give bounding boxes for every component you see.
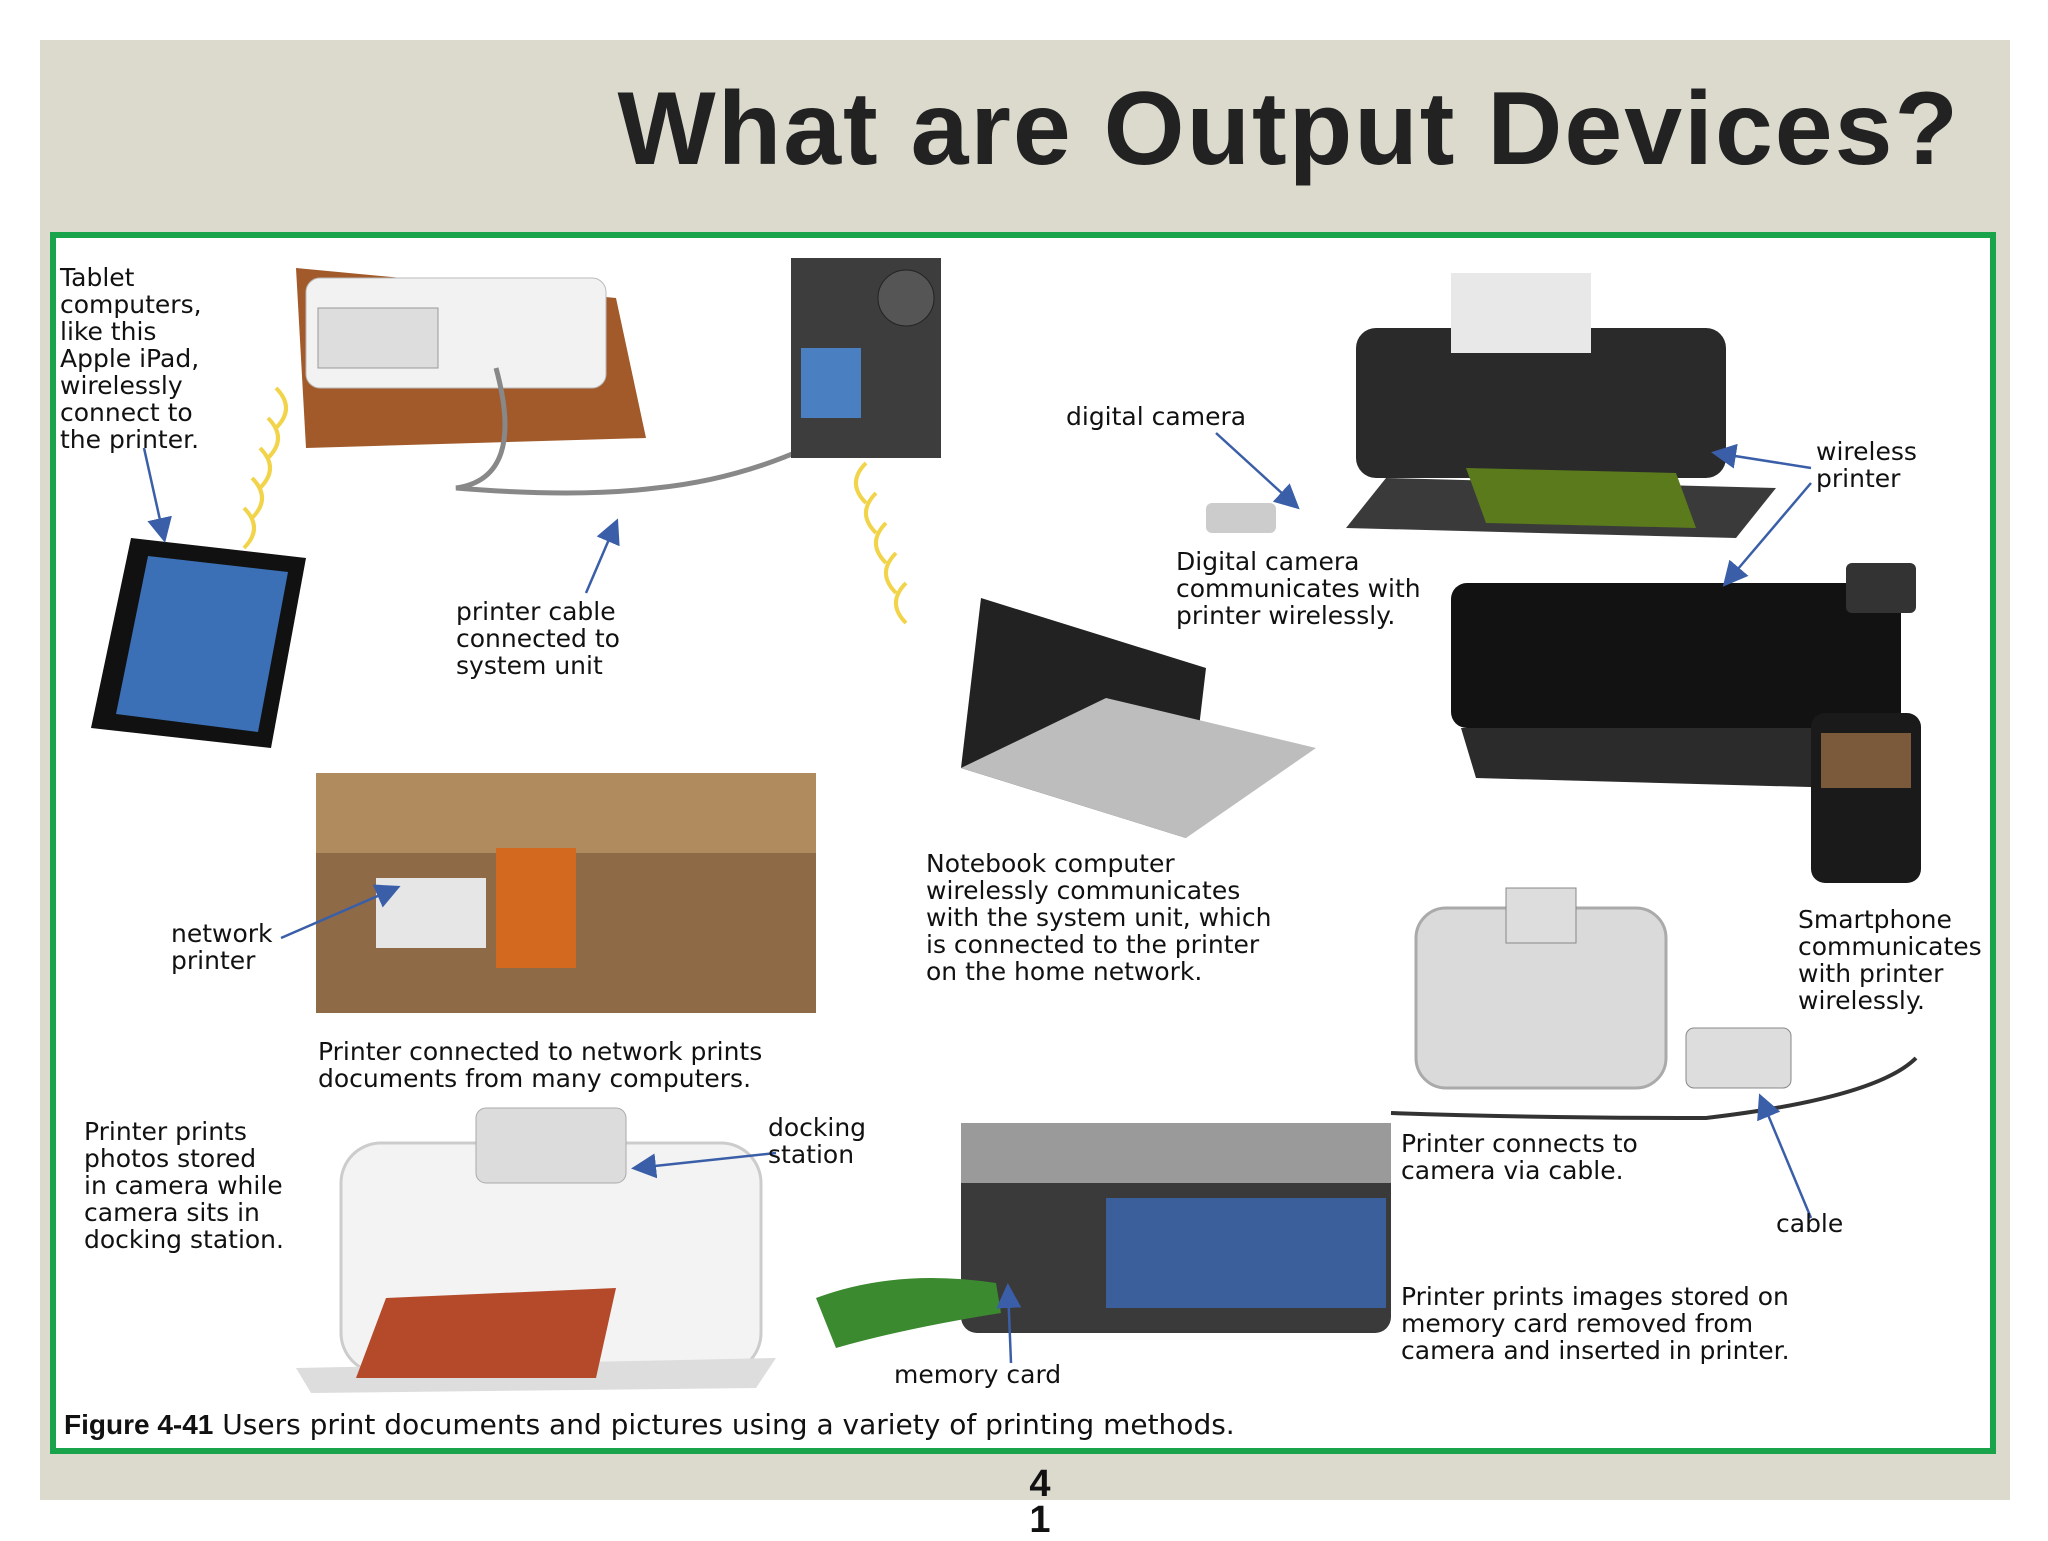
slide-title: What are Output Devices? xyxy=(617,71,1960,187)
figure-caption: Figure 4-41 Users print documents and pi… xyxy=(64,1408,1235,1441)
wireless-signal-tablet xyxy=(242,386,288,550)
label-arrows xyxy=(142,432,1813,1364)
notebook-illustration xyxy=(961,598,1316,838)
classroom-photo xyxy=(316,773,816,1013)
smartphone-illustration xyxy=(1811,713,1921,883)
wireless-printer-illustration xyxy=(1451,563,1916,788)
label-memory-card-prints: Printer prints images stored on memory c… xyxy=(1401,1282,1790,1365)
label-network-prints: Printer connected to network prints docu… xyxy=(318,1037,763,1093)
tablet-illustration xyxy=(91,538,306,748)
desk-printer-illustration xyxy=(296,268,848,496)
label-memory-card: memory card xyxy=(894,1360,1062,1389)
photo-printer-illustration xyxy=(1206,273,1776,538)
label-printer-cable: printer cable connected to system unit xyxy=(456,597,620,680)
page-number: 4 1 xyxy=(1029,1463,1051,1541)
docking-printer-illustration xyxy=(296,1107,776,1393)
figure-caption-text: Users print documents and pictures using… xyxy=(222,1408,1235,1441)
label-docking-station: docking station xyxy=(768,1113,867,1169)
label-smartphone: Smartphone communicates with printer wir… xyxy=(1798,905,1982,1015)
figure-illustration xyxy=(91,258,1921,1393)
system-unit-illustration xyxy=(791,258,941,458)
label-notebook: Notebook computer wirelessly communicate… xyxy=(926,849,1272,986)
label-digital-camera: digital camera xyxy=(1066,402,1247,431)
memory-card-printer-illustration xyxy=(816,1123,1391,1348)
wireless-signal-notebook xyxy=(854,461,908,625)
cable-printer-illustration xyxy=(1390,887,1918,1121)
figure-frame: Tablet computers, like this Apple iPad, … xyxy=(50,232,1996,1454)
label-docking-prints: Printer prints photos stored in camera w… xyxy=(84,1117,284,1254)
label-tablet: Tablet computers, like this Apple iPad, … xyxy=(60,263,202,454)
label-wireless-printer: wireless printer xyxy=(1816,437,1917,493)
figure-caption-label: Figure 4-41 xyxy=(64,1409,214,1440)
label-cable-connect: Printer connects to camera via cable. xyxy=(1401,1129,1638,1185)
label-network-printer: network printer xyxy=(171,919,273,975)
label-camera-wireless: Digital camera communicates with printer… xyxy=(1176,547,1421,630)
label-cable: cable xyxy=(1776,1209,1844,1238)
